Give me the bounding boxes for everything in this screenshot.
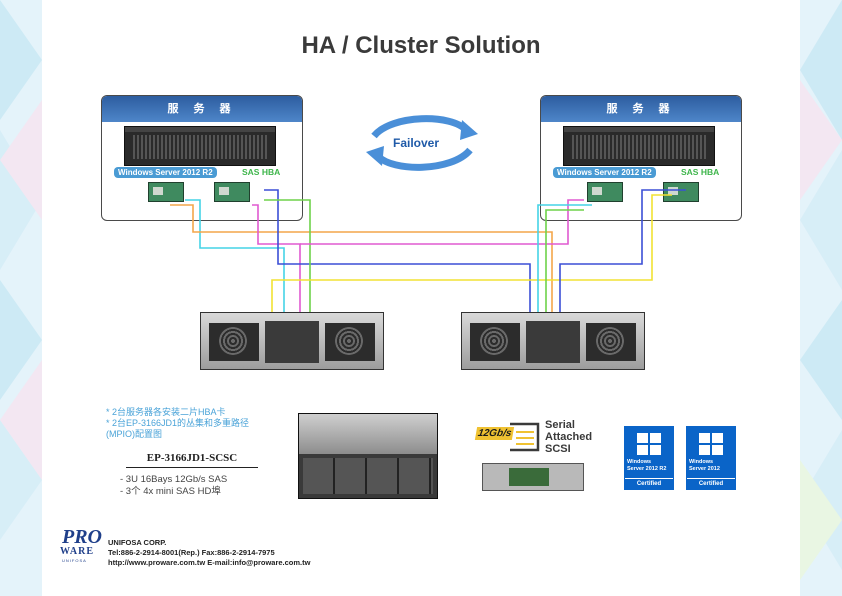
cable-cyan-left	[185, 199, 285, 312]
model-name: EP-3166JD1-SCSC	[126, 452, 258, 468]
os-label: Windows Server 2012 R2	[114, 167, 217, 178]
cable-blue-right	[559, 189, 686, 312]
logo-sub: UNIFOSA	[62, 558, 87, 563]
proware-logo: PRO WARE UNIFOSA	[56, 524, 104, 566]
server-header: 服 务 器	[102, 96, 302, 122]
spec-line: - 3个 4x mini SAS HD埠	[120, 486, 221, 497]
company-name: UNIFOSA CORP.	[108, 538, 167, 547]
sas-line: SCSI	[545, 443, 571, 455]
phone-line: Tel:886-2-2914-8001(Rep.) Fax:886-2-2914…	[108, 548, 275, 557]
sas-line: Attached	[545, 431, 593, 443]
cert-badge: Certified	[625, 478, 673, 489]
cert-line: Server 2012	[689, 466, 720, 472]
sas-speed-badge: 12Gb/s	[474, 427, 515, 440]
notes: * 2台服务器各安装二片HBA卡 * 2台EP-3166JD1的丛集和多重路径 …	[106, 407, 249, 440]
cable-green-right	[545, 209, 584, 312]
sas-logo-icon	[510, 422, 540, 452]
cable-magenta-left	[252, 204, 301, 312]
note-line: * 2台服务器各安装二片HBA卡	[106, 407, 226, 417]
web-line: http://www.proware.com.tw E-mail:info@pr…	[108, 558, 311, 567]
jbod-enclosure-left	[200, 312, 384, 370]
hba-card-2	[214, 182, 250, 202]
hba-card-1	[587, 182, 623, 202]
windows-cert-badge: Windows Server 2012 Certified	[686, 426, 736, 490]
cert-text: Windows Server 2012	[689, 459, 733, 473]
cert-line: Server 2012 R2	[627, 466, 667, 472]
cert-text: Windows Server 2012 R2	[627, 459, 671, 473]
spec-line: - 3U 16Bays 12Gb/s SAS	[120, 474, 228, 485]
failover-label: Failover	[393, 136, 440, 150]
hba-label: SAS HBA	[242, 167, 281, 177]
server-chassis-image	[124, 126, 276, 166]
windows-logo-icon	[637, 433, 661, 455]
cert-badge: Certified	[687, 478, 735, 489]
server-right: 服 务 器 Windows Server 2012 R2 SAS HBA	[540, 95, 742, 221]
sas-logo-text: Serial Attached SCSI	[545, 419, 592, 455]
product-photo	[298, 413, 438, 499]
hba-card-2	[663, 182, 699, 202]
cert-line: Windows	[689, 459, 714, 465]
os-label: Windows Server 2012 R2	[553, 167, 656, 178]
logo-pro: PRO	[62, 526, 102, 548]
cable-blue-left	[264, 189, 531, 312]
cert-line: Windows	[627, 459, 652, 465]
windows-cert-badge-r2: Windows Server 2012 R2 Certified	[624, 426, 674, 490]
failover-arrows-icon	[366, 115, 478, 171]
cable-cyan-right	[537, 204, 592, 312]
cable-orange-left	[170, 204, 553, 312]
hba-card-1	[148, 182, 184, 202]
cable-green-left	[264, 199, 311, 312]
server-left: 服 务 器 Windows Server 2012 R2 SAS HBA	[101, 95, 303, 221]
jbod-enclosure-right	[461, 312, 645, 370]
server-chassis-image	[563, 126, 715, 166]
cable-magenta-right	[300, 199, 584, 245]
windows-logo-icon	[699, 433, 723, 455]
hba-label: SAS HBA	[681, 167, 720, 177]
hba-card-photo	[482, 463, 584, 491]
sas-line: Serial	[545, 419, 575, 431]
note-line: * 2台EP-3166JD1的丛集和多重路径	[106, 418, 250, 428]
logo-ware: WARE	[60, 546, 95, 557]
spec-list: - 3U 16Bays 12Gb/s SAS - 3个 4x mini SAS …	[120, 474, 227, 498]
right-decor-panel	[800, 0, 842, 596]
left-decor-panel	[0, 0, 42, 596]
cable-yellow-left	[271, 194, 672, 312]
contact-info: UNIFOSA CORP. Tel:886-2-2914-8001(Rep.) …	[108, 538, 310, 568]
note-line: (MPIO)配置图	[106, 429, 162, 439]
server-header: 服 务 器	[541, 96, 741, 122]
page-title: HA / Cluster Solution	[301, 32, 541, 59]
